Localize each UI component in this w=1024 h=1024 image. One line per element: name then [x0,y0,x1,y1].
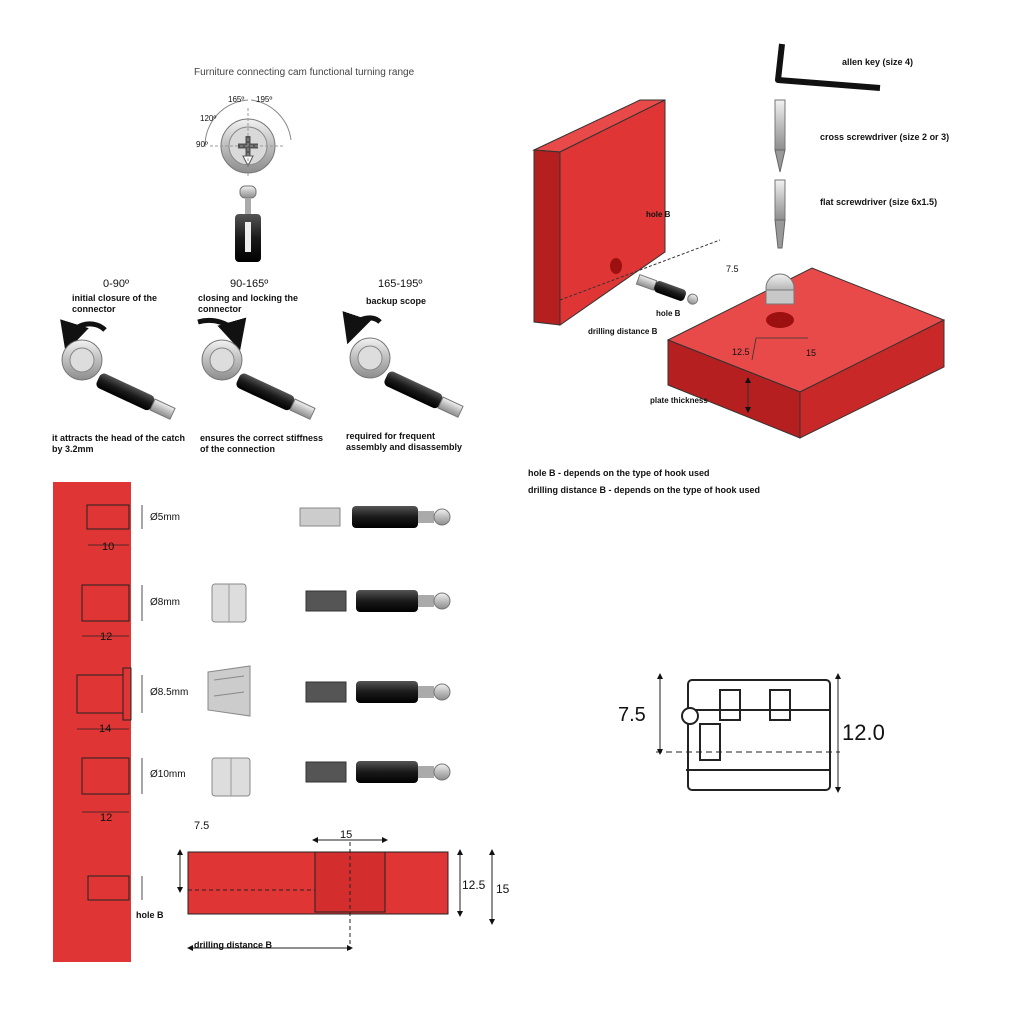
section-dimension: 12.5 [462,878,486,892]
cam-bolt-stage-1 [61,339,176,420]
turning-dial [204,99,292,262]
hole-depth: 12 [100,812,113,824]
section-drawing [177,837,495,951]
section-dimension: 7.5 [194,820,210,832]
insert-8mm [211,583,247,623]
insert-8-5mm [207,665,251,717]
stage-name: backup scope [366,296,427,306]
dimension-label: 12.5 [732,347,750,357]
cam-profile-dimension: 12.0 [842,720,885,745]
note-line: drilling distance B - depends on the typ… [528,485,761,495]
hole-depth: 14 [99,723,112,735]
stage-range: 165-195º [378,278,423,290]
bolt-8mm [305,590,451,612]
board-holes-panel [53,482,143,962]
cross-screwdriver-icon [774,99,786,173]
rotation-arrow-icon [60,319,107,353]
stage-note: ensures the correct stiffness of the con… [200,433,324,454]
angle-label: 90º [196,140,208,149]
angle-label: 195º [256,95,273,104]
bolt-8-5mm [305,681,451,703]
hole-depth: 10 [102,541,115,553]
cam-bolt-stage-2 [201,339,316,420]
assembly-hardware [635,273,795,305]
cam-range-title: Furniture connecting cam functional turn… [194,67,415,78]
allen-key-label: allen key (size 4) [842,57,914,67]
note-line: hole B - depends on the type of hook use… [528,468,710,478]
rotation-arrow-icon [342,311,382,345]
hole-b-label: hole B [646,210,671,219]
cam-bolt-stage-3 [349,337,464,418]
cam-profile-drawing [656,673,841,793]
stage-note: required for frequent assembly and disas… [346,431,463,452]
flat-screwdriver-label: flat screwdriver (size 6x1.5) [820,197,938,207]
hole-diameter: Ø8.5mm [150,687,189,698]
allen-key-icon [775,43,881,91]
hole-diameter: Ø8mm [150,597,180,608]
drilling-distance-label: drilling distance B [588,327,658,336]
bolt-10mm [305,761,451,783]
hole-b-label: hole B [656,309,681,318]
insert-10mm [211,757,251,797]
section-dimension: 15 [496,882,510,896]
cross-screwdriver-label: cross screwdriver (size 2 or 3) [820,132,950,142]
section-hole-b-label: hole B [136,910,164,920]
hole-diameter: Ø5mm [150,512,180,523]
stage-range: 90-165º [230,278,269,290]
stage-name: closing and locking the connector [198,293,299,314]
stage-name: initial closure of the connector [72,293,158,314]
stage-note: it attracts the head of the catch by 3.2… [52,433,186,454]
flat-screwdriver-icon [774,179,786,249]
dimension-label: 7.5 [726,264,739,274]
hole-diameter: Ø10mm [150,769,186,780]
section-drilling-distance: drilling distance B [194,940,273,950]
dimension-label: 15 [806,348,817,358]
angle-label: 165º [228,95,245,104]
bolt-5mm [299,506,451,528]
cam-profile-dimension: 7.5 [618,704,646,726]
angle-label: 120º [200,114,217,123]
plate-thickness-label: plate thickness [650,396,708,405]
base-board [666,267,946,439]
vertical-board [532,99,721,326]
stage-range: 0-90º [103,278,130,290]
rotation-arrow-icon [197,317,247,351]
hole-depth: 12 [100,631,113,643]
section-dimension: 15 [340,829,353,841]
